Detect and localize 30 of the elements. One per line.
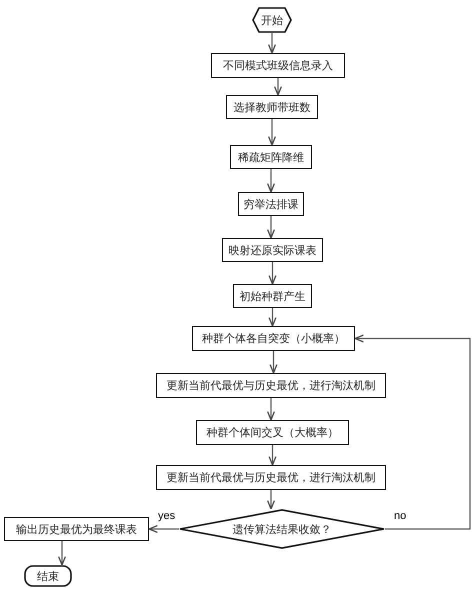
- process-box: 更新当前代最优与历史最优，进行淘汰机制: [156, 465, 386, 490]
- arrow: [268, 262, 276, 285]
- decision-diamond: 遗传算法结果收敛？: [179, 509, 385, 549]
- arrow: [354, 334, 471, 530]
- process-box: 穷举法排课: [238, 192, 304, 216]
- arrow: [148, 525, 179, 533]
- process-box: 种群个体各自突变（小概率）: [192, 326, 355, 351]
- edge-label: no: [393, 510, 408, 522]
- arrow: [268, 445, 276, 466]
- arrow: [267, 490, 275, 510]
- process-box: 不同模式班级信息录入: [211, 53, 345, 78]
- arrow: [268, 308, 276, 327]
- process-box: 输出历史最优为最终课表: [4, 517, 149, 541]
- process-box: 更新当前代最优与历史最优，进行淘汰机制: [156, 373, 386, 398]
- process-box: 映射还原实际课表: [222, 238, 323, 262]
- arrow: [274, 78, 282, 96]
- arrow: [267, 398, 275, 421]
- arrow: [267, 216, 275, 239]
- arrow: [267, 169, 275, 193]
- process-box: 稀疏矩阵降维: [230, 145, 312, 169]
- start-terminal: 开始: [252, 7, 292, 33]
- arrow: [268, 119, 276, 146]
- process-box: 初始种群产生: [233, 284, 312, 308]
- process-box: 选择教师带班数: [226, 95, 318, 119]
- end-terminal: 结束: [24, 565, 72, 587]
- edge-label: yes: [157, 510, 176, 522]
- arrow: [58, 541, 66, 566]
- process-box: 种群个体间交叉（大概率）: [196, 420, 349, 445]
- arrow: [268, 33, 276, 54]
- arrow: [270, 351, 278, 374]
